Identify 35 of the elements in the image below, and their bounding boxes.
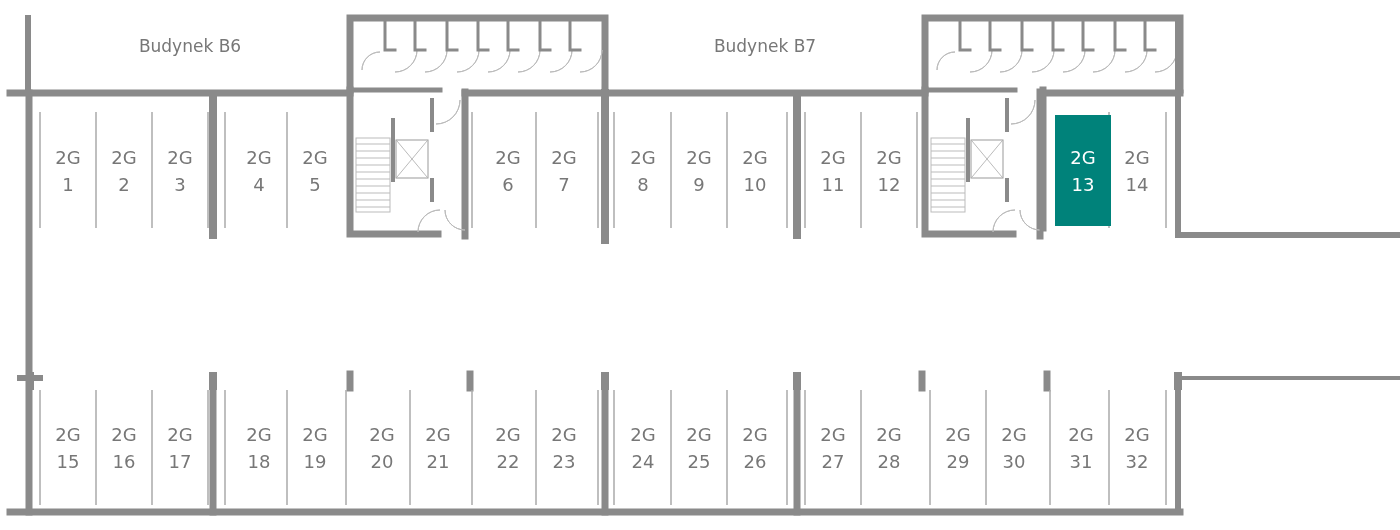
space-number: 2G 6 bbox=[494, 145, 522, 197]
space-number: 2G 8 bbox=[629, 145, 657, 197]
space-number: 2G 18 bbox=[245, 422, 273, 474]
space-number: 2G 22 bbox=[494, 422, 522, 474]
space-number: 2G 14 bbox=[1123, 145, 1151, 197]
building-label: Budynek B7 bbox=[713, 36, 817, 56]
space-number: 2G 21 bbox=[424, 422, 452, 474]
space-number: 2G 3 bbox=[166, 145, 194, 197]
space-number: 2G 13 bbox=[1069, 145, 1097, 197]
space-number: 2G 15 bbox=[54, 422, 82, 474]
space-number: 2G 20 bbox=[368, 422, 396, 474]
space-number: 2G 11 bbox=[819, 145, 847, 197]
space-number: 2G 10 bbox=[741, 145, 769, 197]
space-number: 2G 31 bbox=[1067, 422, 1095, 474]
space-number: 2G 27 bbox=[819, 422, 847, 474]
space-number: 2G 12 bbox=[875, 145, 903, 197]
space-number: 2G 9 bbox=[685, 145, 713, 197]
space-number: 2G 26 bbox=[741, 422, 769, 474]
building-label: Budynek B6 bbox=[138, 36, 242, 56]
space-number: 2G 5 bbox=[301, 145, 329, 197]
space-number: 2G 1 bbox=[54, 145, 82, 197]
selected-parking-space bbox=[1055, 115, 1111, 226]
space-number: 2G 19 bbox=[301, 422, 329, 474]
space-number: 2G 2 bbox=[110, 145, 138, 197]
space-number: 2G 28 bbox=[875, 422, 903, 474]
space-number: 2G 16 bbox=[110, 422, 138, 474]
space-number: 2G 25 bbox=[685, 422, 713, 474]
space-number: 2G 30 bbox=[1000, 422, 1028, 474]
space-number: 2G 32 bbox=[1123, 422, 1151, 474]
space-number: 2G 24 bbox=[629, 422, 657, 474]
space-number: 2G 4 bbox=[245, 145, 273, 197]
space-number: 2G 23 bbox=[550, 422, 578, 474]
space-number: 2G 29 bbox=[944, 422, 972, 474]
space-number: 2G 17 bbox=[166, 422, 194, 474]
space-number: 2G 7 bbox=[550, 145, 578, 197]
